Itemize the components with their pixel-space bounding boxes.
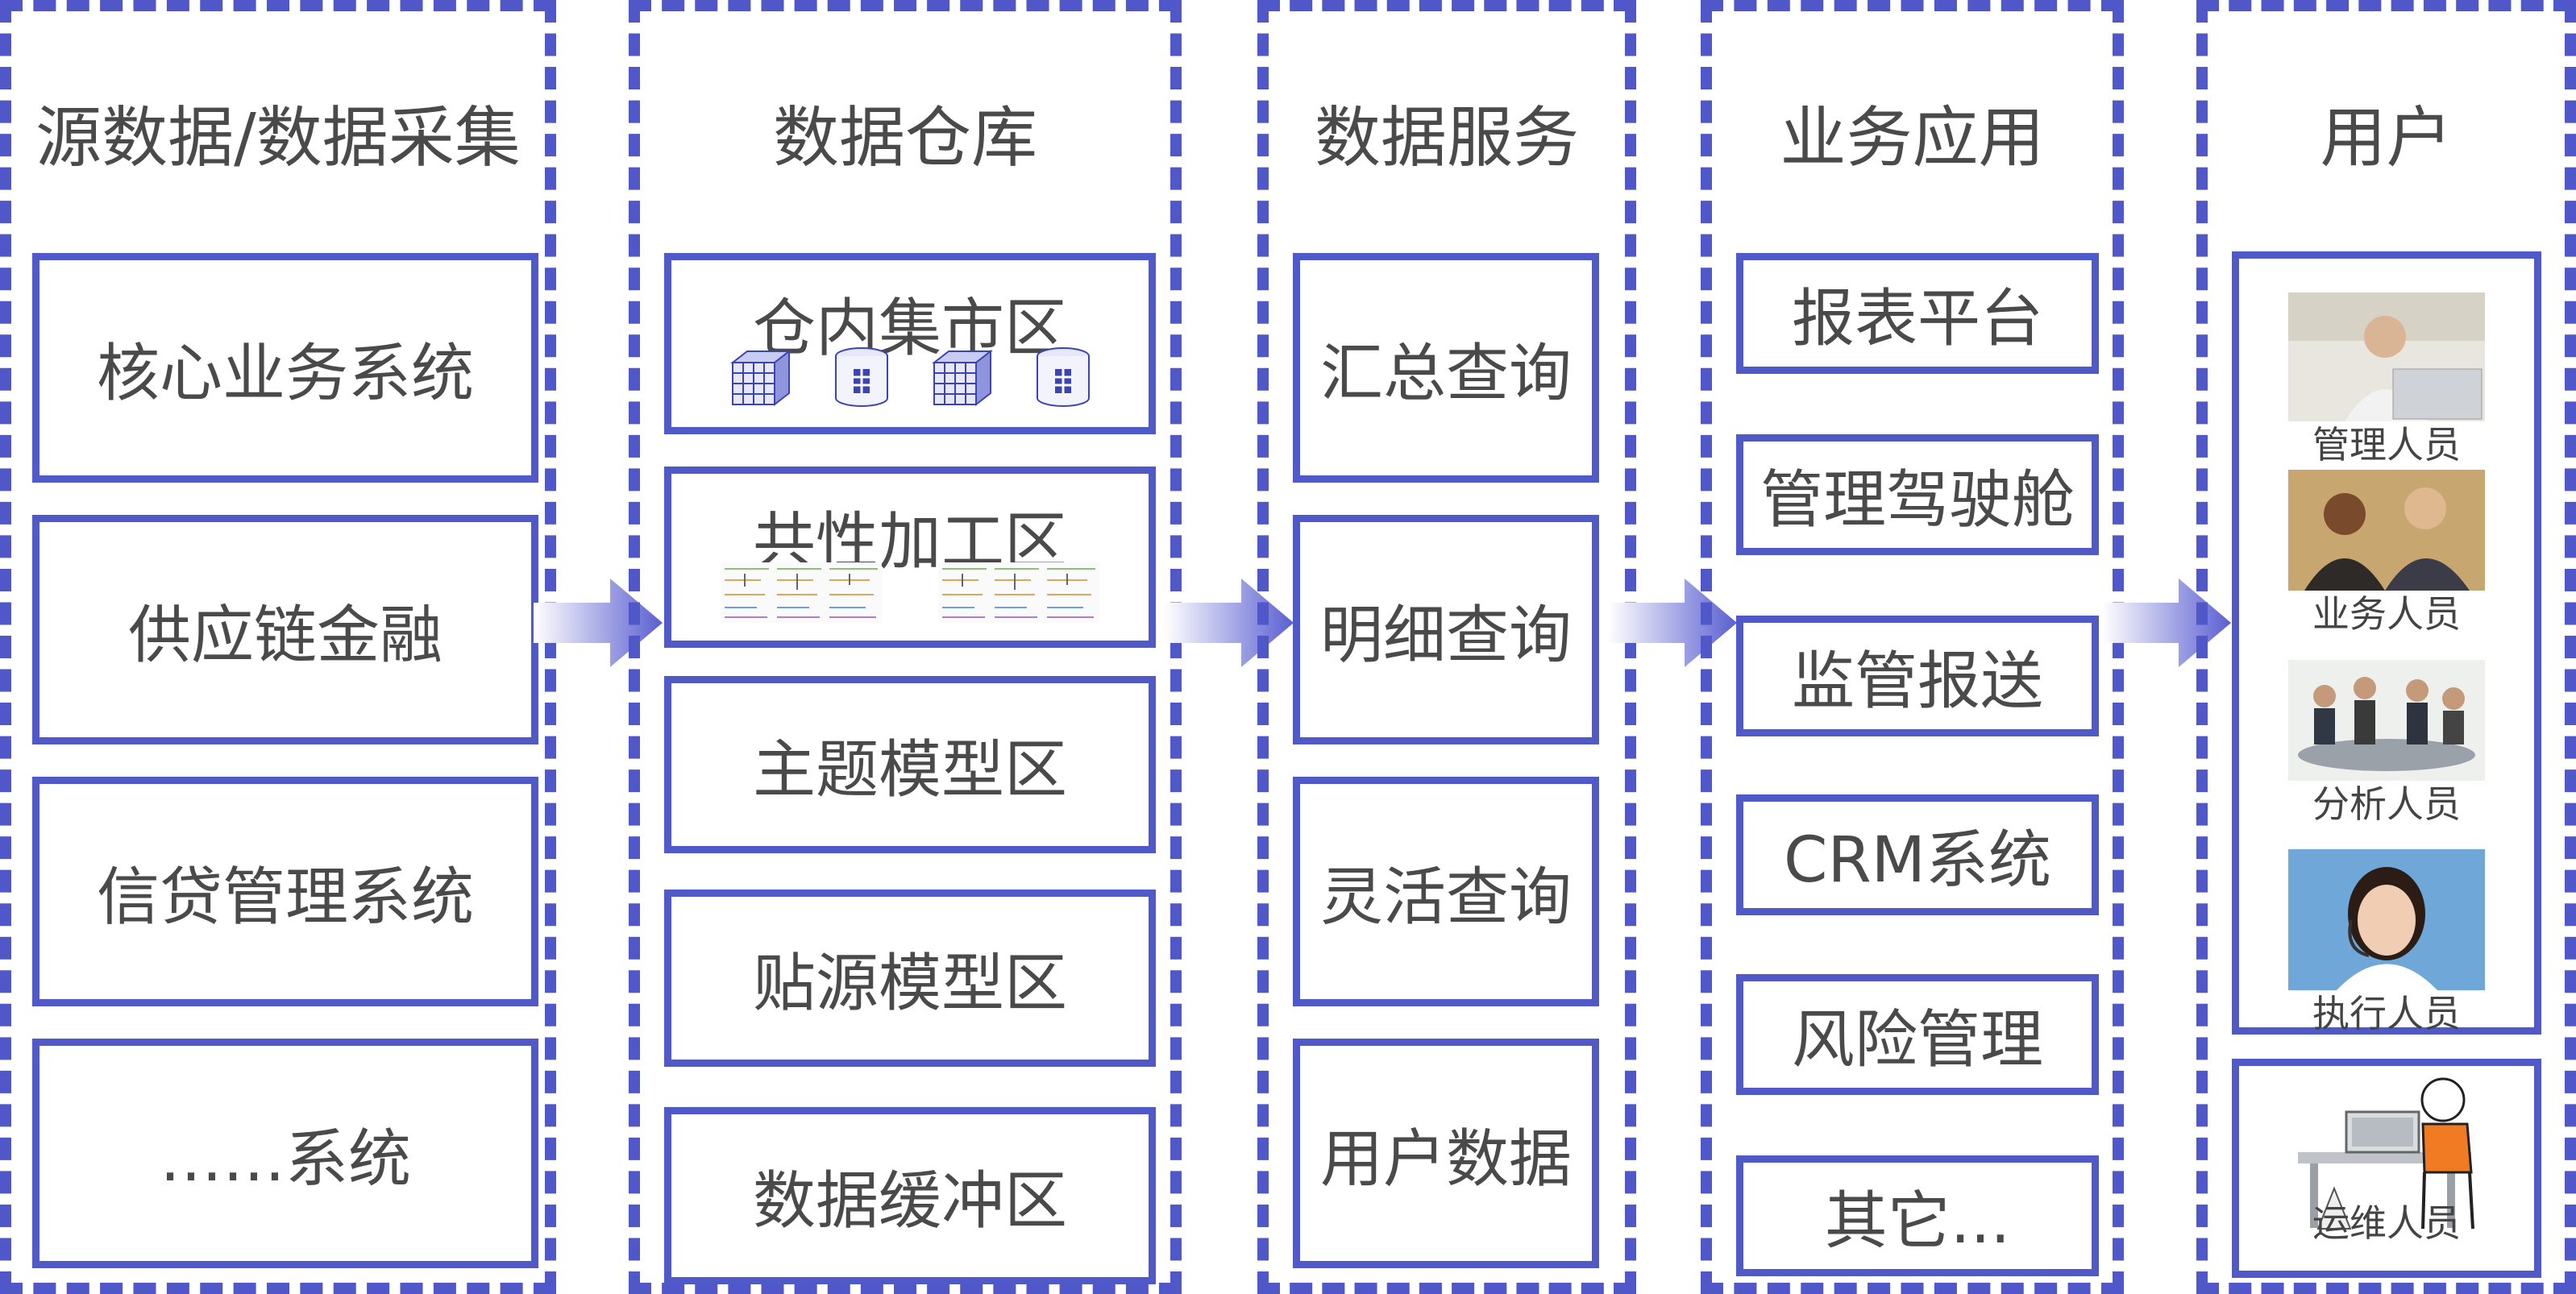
user-manager-label: 管理人员 <box>2312 423 2461 467</box>
cube-icon <box>932 349 993 407</box>
ops-staff-icon <box>2298 1077 2474 1230</box>
app-item-other[interactable]: 其它... <box>1736 1155 2099 1276</box>
warehouse-item-common-processing-zone[interactable]: 共性加工区 <box>664 467 1156 648</box>
manager-photo-icon <box>2288 292 2485 421</box>
mart-zone-icons <box>671 345 1149 409</box>
data-service-title: 数据服务 <box>1314 100 1579 176</box>
users-title: 用户 <box>2320 100 2453 176</box>
user-operator-label: 执行人员 <box>2312 992 2461 1035</box>
database-icon <box>835 347 888 407</box>
report-thumbnail-icon <box>721 562 882 623</box>
user-operator[interactable]: 执行人员 <box>2239 849 2534 1032</box>
executor-photo-icon <box>2288 849 2485 990</box>
source-data-column: 源数据/数据采集 核心业务系统 供应链金融 信贷管理系统 ……系统 <box>0 0 556 1294</box>
app-item-report-platform[interactable]: 报表平台 <box>1736 253 2099 374</box>
app-item-crm-system[interactable]: CRM系统 <box>1736 794 2099 915</box>
warehouse-item-mart-zone[interactable]: 仓内集市区 <box>664 253 1156 434</box>
user-analyst-label: 分析人员 <box>2312 782 2461 826</box>
ops-panel: 运维人员 <box>2232 1059 2541 1278</box>
user-business-label: 业务人员 <box>2312 592 2461 636</box>
common-processing-icons <box>671 562 1149 623</box>
app-item-risk-management[interactable]: 风险管理 <box>1736 974 2099 1095</box>
user-business[interactable]: 业务人员 <box>2239 470 2534 632</box>
cube-icon <box>730 349 791 407</box>
source-item-other-systems[interactable]: ……系统 <box>32 1039 538 1268</box>
business-application-column: 业务应用 报表平台 管理驾驶舱 监管报送 CRM系统 风险管理 其它... <box>1701 0 2124 1294</box>
source-item-credit-management[interactable]: 信贷管理系统 <box>32 777 538 1006</box>
service-item-summary-query[interactable]: 汇总查询 <box>1293 253 1599 483</box>
user-analyst[interactable]: 分析人员 <box>2239 660 2534 823</box>
user-ops-label: 运维人员 <box>2312 1201 2461 1245</box>
warehouse-item-mart-zone-label: 仓内集市区 <box>752 292 1067 365</box>
users-panel: 管理人员 业务人员 分析人员 <box>2232 251 2541 1035</box>
users-column: 用户 管理人员 业务人员 <box>2196 0 2576 1294</box>
business-staff-photo-icon <box>2288 470 2485 591</box>
user-manager[interactable]: 管理人员 <box>2239 292 2534 463</box>
service-item-flexible-query[interactable]: 灵活查询 <box>1293 777 1599 1006</box>
warehouse-item-source-model-zone[interactable]: 贴源模型区 <box>664 890 1156 1067</box>
data-warehouse-title: 数据仓库 <box>772 100 1037 176</box>
source-data-title: 源数据/数据采集 <box>35 100 521 176</box>
app-item-regulatory-reporting[interactable]: 监管报送 <box>1736 616 2099 736</box>
report-thumbnail-icon <box>938 562 1099 623</box>
data-warehouse-column: 数据仓库 仓内集市区 <box>629 0 1182 1294</box>
data-service-column: 数据服务 汇总查询 明细查询 灵活查询 用户数据 <box>1257 0 1636 1294</box>
app-item-management-cockpit[interactable]: 管理驾驶舱 <box>1736 434 2099 555</box>
business-application-title: 业务应用 <box>1780 100 2045 176</box>
warehouse-item-buffer-zone[interactable]: 数据缓冲区 <box>664 1107 1156 1284</box>
service-item-detail-query[interactable]: 明细查询 <box>1293 515 1599 744</box>
warehouse-item-subject-model-zone[interactable]: 主题模型区 <box>664 676 1156 853</box>
source-item-supply-chain-finance[interactable]: 供应链金融 <box>32 515 538 744</box>
service-item-user-data[interactable]: 用户数据 <box>1293 1039 1599 1268</box>
source-item-core-business[interactable]: 核心业务系统 <box>32 253 538 483</box>
analyst-photo-icon <box>2288 660 2485 781</box>
user-ops[interactable]: 运维人员 <box>2239 1076 2534 1242</box>
database-icon <box>1037 347 1090 407</box>
